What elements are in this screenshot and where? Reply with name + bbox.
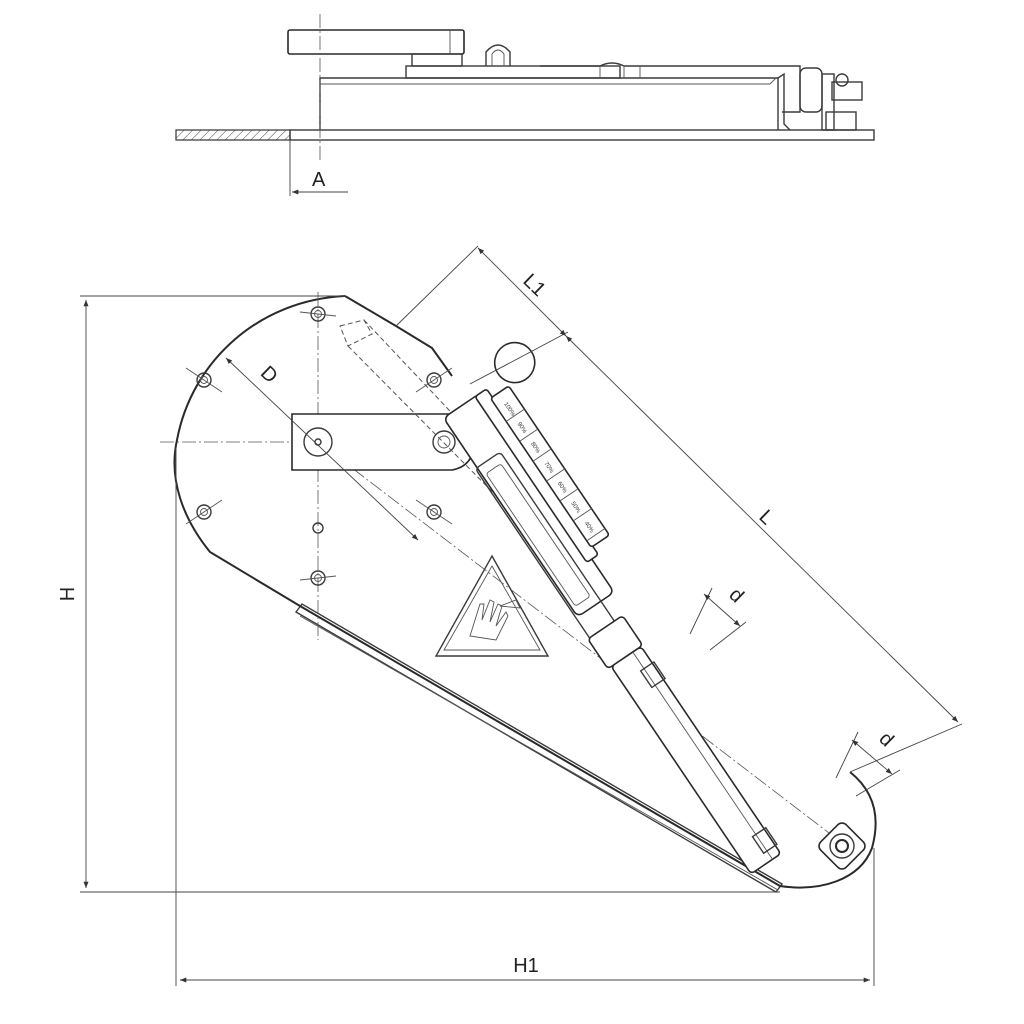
bolt [196, 372, 212, 388]
main-view: 100%90%80%70%60%50%40% [57, 245, 963, 986]
scale-tick [546, 468, 565, 482]
hand-crush-warning-icon [434, 554, 550, 657]
dim-label-d-diameter: D [256, 362, 282, 388]
scale-tick [519, 428, 539, 442]
end-pivot [818, 822, 866, 870]
eye-hook [485, 44, 511, 66]
top-view: A [175, 14, 875, 196]
scale-tick [532, 448, 552, 462]
gas-spring-top [540, 62, 801, 113]
bolt [196, 504, 212, 520]
base-plate [289, 129, 875, 141]
dim-label-d-upper: d [725, 584, 748, 608]
mounting-bolts [185, 306, 453, 586]
dim-label-l1: L1 [519, 270, 550, 301]
bolt [310, 570, 326, 586]
scale-tick [505, 408, 525, 422]
dim-label-h: H [57, 587, 79, 601]
housing-outline [173, 295, 877, 889]
bolt [426, 504, 442, 520]
lever-top [287, 29, 465, 55]
bolt [426, 372, 442, 388]
base-plate-hatched [175, 129, 291, 141]
bolt [310, 306, 326, 322]
housing-body [319, 77, 779, 130]
dim-label-l: L [755, 506, 778, 530]
dim-label-d-lower: d [875, 728, 898, 752]
dim-label-h1: H1 [513, 955, 539, 977]
dim-label-a: A [312, 169, 326, 191]
